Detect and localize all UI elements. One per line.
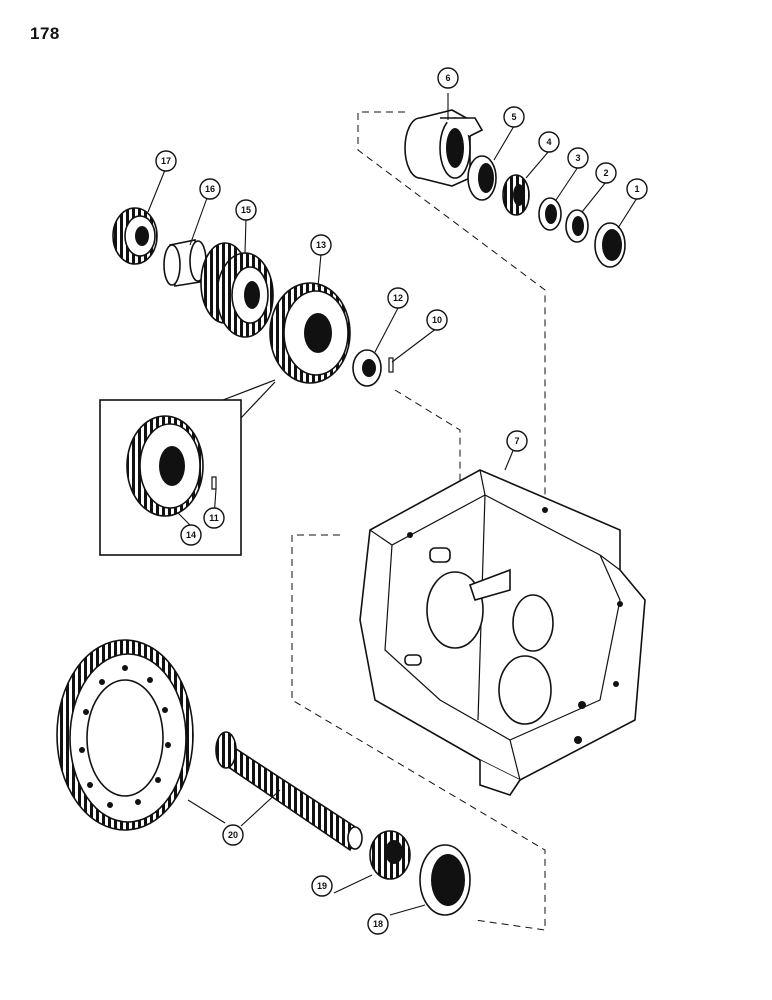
dashed-assembly-lines [291, 111, 546, 931]
callout-label-10: 10 [432, 315, 442, 325]
callout-6: 6 [437, 67, 459, 89]
callout-label-12: 12 [393, 293, 403, 303]
callout-label-1: 1 [634, 184, 639, 194]
page-number: 178 [30, 24, 60, 43]
callout-label-19: 19 [317, 881, 327, 891]
callout-label-3: 3 [575, 153, 580, 163]
callout-18: 18 [367, 913, 389, 935]
part-16-sleeve [163, 239, 207, 287]
callout-17: 17 [155, 150, 177, 172]
callout-12: 12 [387, 287, 409, 309]
callout-label-16: 16 [205, 184, 215, 194]
callout-label-6: 6 [445, 73, 450, 83]
callout-label-4: 4 [546, 137, 551, 147]
part-19-bearing-cone [369, 830, 411, 880]
callout-label-13: 13 [316, 240, 326, 250]
callout-13: 13 [310, 234, 332, 256]
leader-lines [147, 93, 638, 916]
callout-2: 2 [595, 162, 617, 184]
callout-14: 14 [180, 524, 202, 546]
part-17-small-gear [112, 207, 158, 265]
inset-detail-box [99, 379, 276, 556]
part-20-ring-gear-and-pinion [56, 639, 363, 852]
callout-label-18: 18 [373, 919, 383, 929]
callout-5: 5 [503, 106, 525, 128]
part-4-roller-bearing [502, 174, 530, 216]
part-10-pin [388, 357, 394, 373]
callout-16: 16 [199, 178, 221, 200]
part-1-ring [594, 222, 626, 268]
callout-label-11: 11 [209, 513, 219, 523]
part-2-nut [565, 209, 589, 243]
callout-4: 4 [538, 131, 560, 153]
callout-label-14: 14 [186, 530, 196, 540]
ring-gear-bolt-holes [79, 665, 171, 808]
callout-label-5: 5 [511, 112, 516, 122]
callout-label-2: 2 [603, 168, 608, 178]
part-18-bearing-cup [419, 844, 471, 916]
callout-19: 19 [311, 875, 333, 897]
callout-label-15: 15 [241, 205, 251, 215]
part-7-transmission-case [359, 469, 646, 796]
callout-label-7: 7 [514, 436, 519, 446]
callout-10: 10 [426, 309, 448, 331]
part-15-cluster-gear [200, 242, 274, 338]
part-6-bearing-housing [404, 109, 484, 187]
callout-15: 15 [235, 199, 257, 221]
part-13-large-gear [269, 282, 351, 384]
part-3-washer [538, 197, 562, 231]
part-12-bearing [352, 349, 382, 387]
callout-3: 3 [567, 147, 589, 169]
callout-11: 11 [203, 507, 225, 529]
callout-20: 20 [222, 824, 244, 846]
callout-1: 1 [626, 178, 648, 200]
callout-label-20: 20 [228, 830, 238, 840]
part-5-bearing-cup [467, 155, 497, 201]
callout-7: 7 [506, 430, 528, 452]
callout-label-17: 17 [161, 156, 171, 166]
